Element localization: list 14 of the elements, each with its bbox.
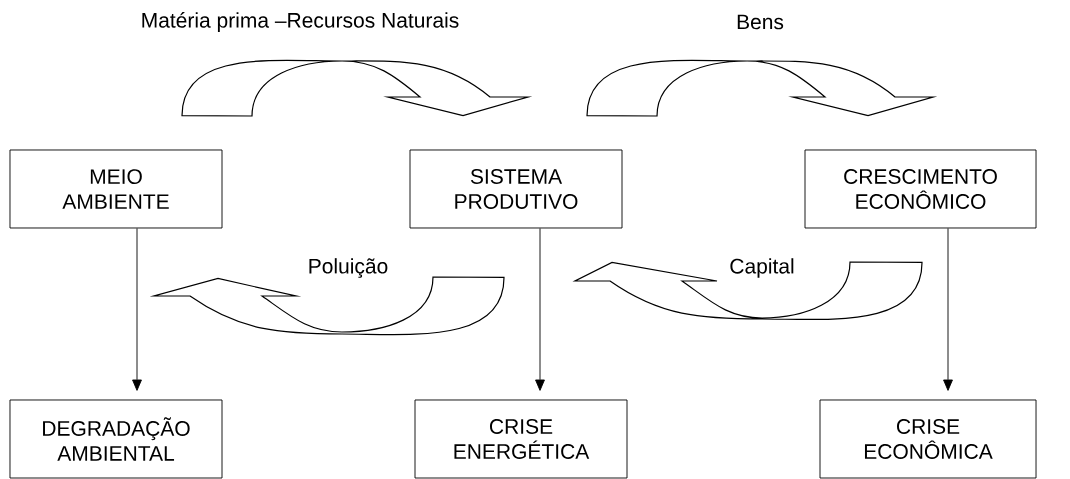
process-box: CRISE ECONÔMICA [819, 399, 1037, 479]
arrow [943, 228, 953, 391]
edge-label: Bens [735, 13, 785, 31]
edge-label: Poluição [306, 257, 390, 279]
process-box: CRISE ENERGÉTICA [414, 399, 628, 479]
edge-label: Capital [728, 257, 796, 279]
process-box: SISTEMA PRODUTIVO [409, 149, 623, 229]
curved-block-arrow [574, 261, 923, 321]
edge-label: Matéria prima –Recursos Naturais [139, 11, 461, 33]
process-box: MEIO AMBIENTE [9, 149, 223, 229]
arrow [535, 228, 545, 391]
arrow [132, 228, 142, 391]
process-box: DEGRADAÇÃO AMBIENTAL [9, 399, 223, 479]
process-box: CRESCIMENTO ECONÔMICO [804, 149, 1037, 229]
